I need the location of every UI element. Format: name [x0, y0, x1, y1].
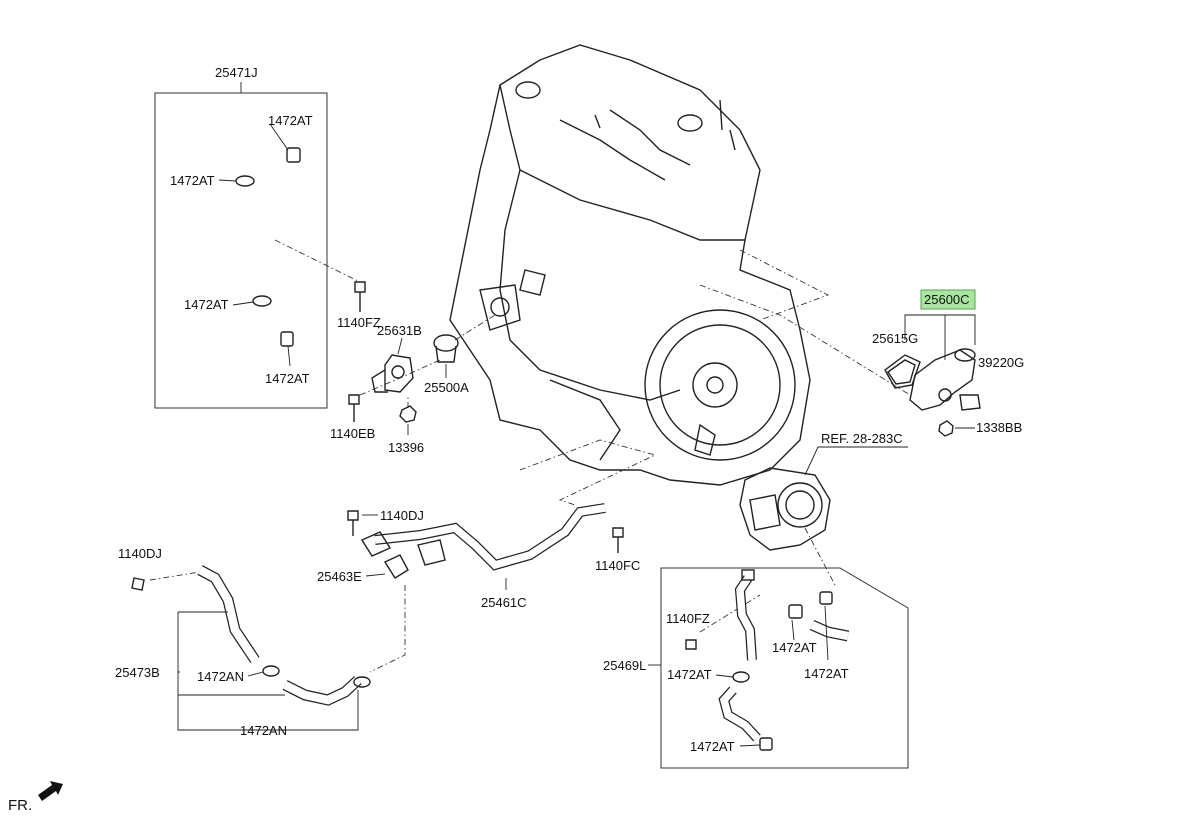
clamp-icon	[759, 737, 773, 751]
label-39220G: 39220G	[978, 355, 1024, 370]
label-REF-28-283C: REF. 28-283C	[821, 431, 903, 446]
label-25463E: 25463E	[317, 569, 362, 584]
thermostat	[433, 314, 496, 363]
label-1472AT-c: 1472AT	[184, 297, 229, 312]
label-13396: 13396	[388, 440, 424, 455]
bolt-icon	[354, 281, 366, 312]
label-1472AT-d: 1472AT	[265, 371, 310, 386]
label-1472AN-a: 1472AN	[197, 669, 244, 684]
throttle-body	[739, 467, 831, 551]
label-1140FZ-b: 1140FZ	[666, 611, 710, 626]
label-1140DJ-a: 1140DJ	[380, 508, 424, 523]
clamp-icon	[252, 295, 272, 307]
clamp-icon	[788, 604, 803, 619]
clamp-icon	[280, 331, 294, 347]
clamp-icon	[732, 671, 750, 683]
label-25471J: 25471J	[215, 65, 258, 80]
clamp-icon	[353, 676, 371, 688]
label-25469L: 25469L	[603, 658, 646, 673]
label-25461C: 25461C	[481, 595, 527, 610]
label-1472AT-h: 1472AT	[690, 739, 735, 754]
label-25600C: 25600C	[924, 292, 970, 307]
label-1472AT-a: 1472AT	[268, 113, 313, 128]
label-FR: FR.	[8, 797, 32, 814]
label-1338BB: 1338BB	[976, 420, 1022, 435]
box-25471J	[154, 92, 328, 409]
hose-25469L	[718, 569, 850, 751]
engine-block	[449, 44, 811, 486]
label-1140FC: 1140FC	[595, 558, 640, 573]
thermostat-cover	[371, 354, 414, 393]
label-1472AT-b: 1472AT	[170, 173, 215, 188]
clamp-icon	[741, 569, 755, 581]
hose-25473B	[197, 565, 371, 706]
bolt-icon	[685, 639, 697, 650]
nut-icon	[938, 420, 954, 437]
label-25615G: 25615G	[872, 331, 918, 346]
clamp-icon	[262, 665, 280, 677]
hose-upper-left	[235, 136, 301, 360]
bolt-icon	[131, 577, 145, 591]
bolt-icon	[612, 527, 624, 553]
label-1140DJ-b: 1140DJ	[118, 546, 162, 561]
front-arrow-icon	[38, 781, 63, 801]
label-25631B: 25631B	[377, 323, 422, 338]
nut-icon	[399, 405, 417, 423]
clamp-icon	[235, 175, 255, 187]
box-25469L	[660, 567, 909, 769]
coolant-pipe-25461C	[360, 503, 606, 579]
water-outlet-housing	[884, 348, 981, 411]
highlight-25600C	[920, 289, 976, 310]
clamp-icon	[286, 147, 301, 163]
label-1140EB: 1140EB	[330, 426, 375, 441]
label-1472AN-b: 1472AN	[240, 723, 287, 738]
label-25500A: 25500A	[424, 380, 469, 395]
label-25473B: 25473B	[115, 665, 160, 680]
label-1472AT-f: 1472AT	[804, 666, 849, 681]
label-1472AT-g: 1472AT	[667, 667, 712, 682]
clamp-icon	[819, 591, 833, 605]
label-1140FZ-a: 1140FZ	[337, 315, 381, 330]
label-1472AT-e: 1472AT	[772, 640, 817, 655]
bolt-icon	[348, 394, 360, 422]
bolt-icon	[347, 510, 359, 536]
